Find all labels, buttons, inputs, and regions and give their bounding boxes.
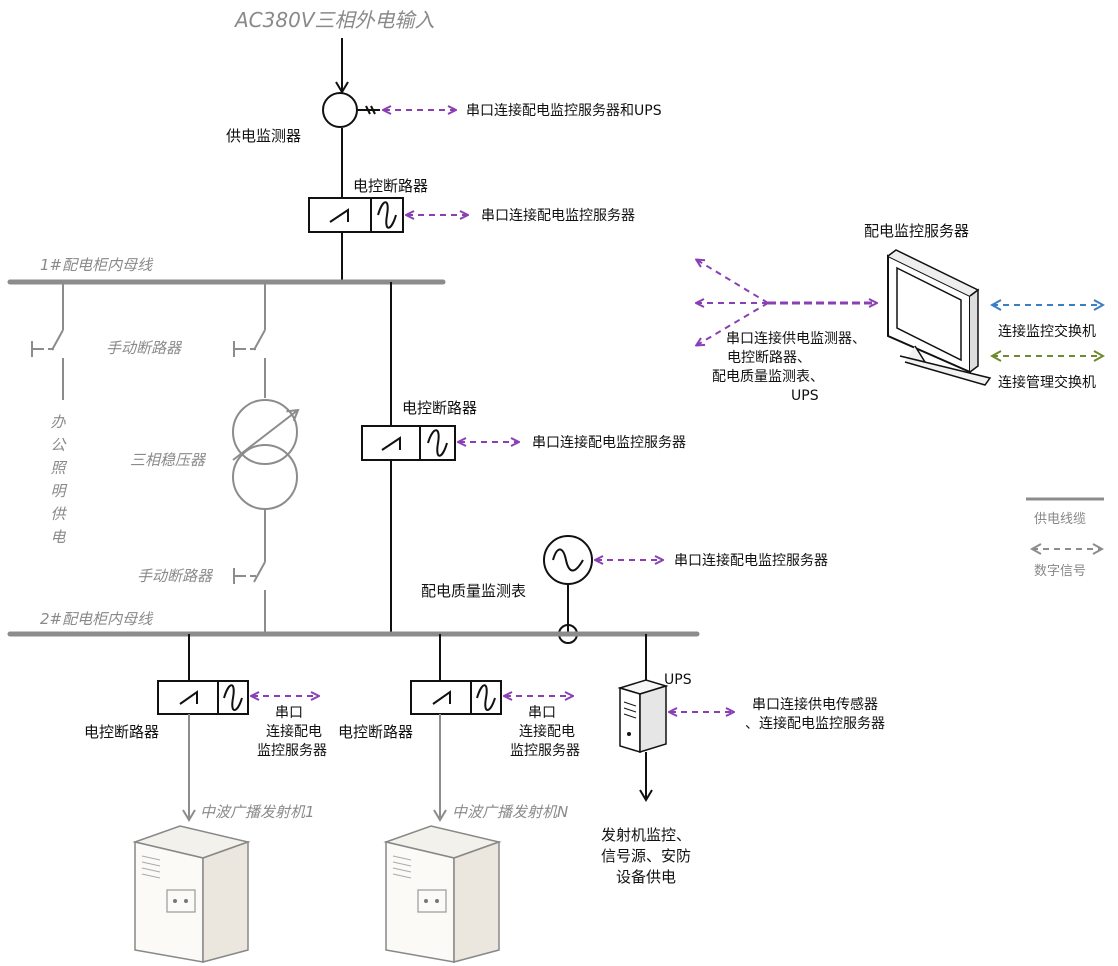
transmitter-n-label: 中波广播发射机N <box>452 803 568 821</box>
legend-signal-label: 数字信号 <box>1034 564 1086 579</box>
breaker-top-label: 电控断路器 <box>353 177 428 195</box>
ups-icon <box>617 679 669 754</box>
breaker-mid-signal-label: 串口连接配电监控服务器 <box>532 434 686 451</box>
ups-label: UPS <box>664 672 692 688</box>
ups-load-3: 设备供电 <box>616 868 676 886</box>
regulator-label: 三相稳压器 <box>130 451 207 469</box>
office-supply-char-1: 办 <box>50 413 66 431</box>
power-monitor-label: 供电监测器 <box>226 127 301 145</box>
breaker-br-label: 电控断路器 <box>338 723 413 741</box>
breaker-bl-signal-1: 串口 <box>275 705 303 721</box>
breaker-bl-signal-2: 连接配电 <box>266 723 322 740</box>
server-fanout-arrows <box>697 260 876 345</box>
monitor-switch-label: 连接监控交换机 <box>998 323 1096 340</box>
ups-signal-2: 、连接配电监控服务器 <box>745 715 885 732</box>
legend-cable-label: 供电线缆 <box>1034 511 1086 527</box>
mgmt-switch-label: 连接管理交换机 <box>998 374 1096 391</box>
breaker-br-signal-1: 串口 <box>528 705 556 721</box>
regulator-transformer-icon <box>232 399 300 510</box>
breaker-bl-label: 电控断路器 <box>84 723 159 741</box>
server-link-3: 配电质量监测表、 <box>712 369 824 385</box>
quality-meter-label: 配电质量监测表 <box>421 582 526 600</box>
office-supply-char-4: 明 <box>50 482 67 500</box>
quality-meter-signal-label: 串口连接配电监控服务器 <box>674 552 828 569</box>
office-supply-char-5: 供 <box>50 505 67 523</box>
office-supply-char-2: 公 <box>50 436 67 454</box>
server-link-2: 电控断路器、 <box>727 350 811 366</box>
breaker-br-icon <box>410 680 502 715</box>
server-link-4: UPS <box>791 388 819 404</box>
server-monitor-icon <box>887 249 992 386</box>
input-title: AC380V三相外电输入 <box>233 8 435 32</box>
breaker-top-signal-label: 串口连接配电监控服务器 <box>481 207 635 224</box>
ups-signal-1: 串口连接供电传感器 <box>752 696 878 713</box>
bus1-label: 1#配电柜内母线 <box>40 256 154 274</box>
office-branch <box>31 282 64 400</box>
server-link-1: 串口连接供电监测器、 <box>726 330 866 347</box>
breaker-bl-icon <box>157 680 249 715</box>
transmitter-1-label: 中波广播发射机1 <box>200 803 315 821</box>
breaker-bl-signal-3: 监控服务器 <box>257 743 327 759</box>
ups-load-1: 发射机监控、 <box>601 826 691 844</box>
manual-breaker-2-label: 手动断路器 <box>137 567 214 585</box>
breaker-br-signal-3: 监控服务器 <box>510 743 580 759</box>
transmitter-n-icon <box>383 825 502 963</box>
regulator-branch <box>233 282 266 632</box>
quality-meter-icon <box>543 535 593 644</box>
office-supply-char-3: 照 <box>50 459 67 477</box>
breaker-top-icon <box>308 197 404 233</box>
transmitter-1-icon <box>132 825 251 963</box>
power-monitor-signal-label: 串口连接配电监控服务器和UPS <box>466 102 662 119</box>
office-supply-char-6: 电 <box>50 528 66 546</box>
manual-breaker-1-label: 手动断路器 <box>106 339 183 357</box>
power-monitor-icon <box>322 92 380 128</box>
legend: 供电线缆 数字信号 <box>1026 497 1104 579</box>
server-label: 配电监控服务器 <box>864 222 969 240</box>
breaker-br-signal-2: 连接配电 <box>519 723 575 740</box>
breaker-mid-label: 电控断路器 <box>402 399 477 417</box>
ups-load-2: 信号源、安防 <box>601 847 691 865</box>
breaker-mid-icon <box>361 425 456 461</box>
bus2-label: 2#配电柜内母线 <box>40 610 154 628</box>
